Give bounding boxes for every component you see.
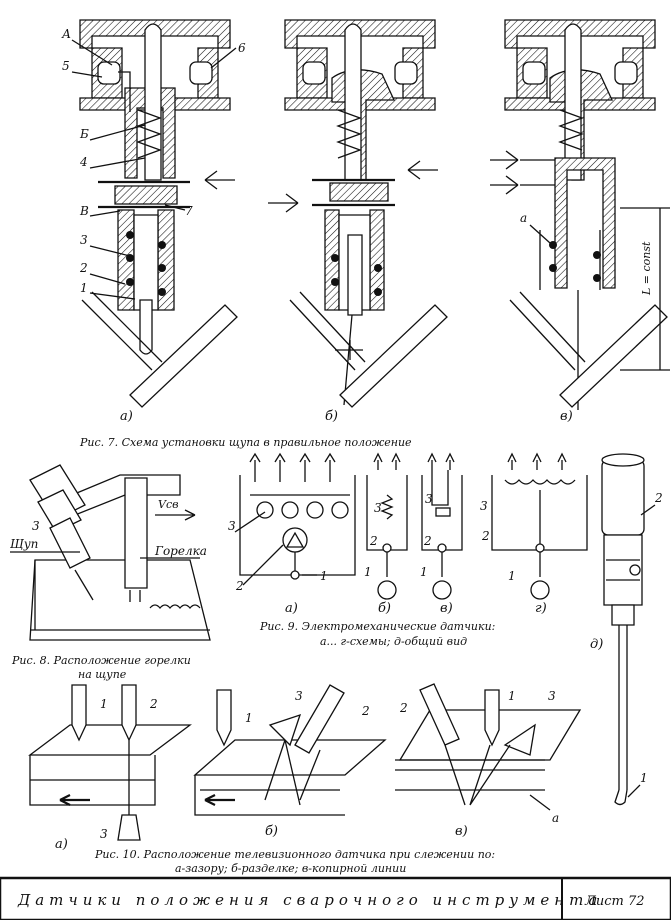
fig9-sublabels: а) б) в) г) д) xyxy=(285,601,603,652)
label-A: А xyxy=(61,27,71,41)
label-B: Б xyxy=(79,127,89,141)
fig9-sub-b: б) xyxy=(378,601,391,616)
label-torch: Горелка xyxy=(154,544,207,558)
fig10-b-scheme: 1 2 3 б) xyxy=(193,684,387,839)
fig7-sublabels: а) б) в) xyxy=(120,409,573,424)
fig10-a-scheme: 1 2 3 а) xyxy=(28,684,192,852)
figure-9: 3 2 1 3 2 1 3 2 1 3 2 1 2 1 а) б) в) г) … xyxy=(228,452,663,806)
figure-8: Щуп Горелка Vсв 3 Рис. 8. Расположение г… xyxy=(10,464,211,681)
fig10-sub-a: а) xyxy=(55,837,68,852)
fig10a-label-3: 3 xyxy=(100,827,108,841)
label-6: 6 xyxy=(238,41,246,55)
fig9-labels: 3 2 1 3 2 1 3 2 1 3 2 1 2 1 xyxy=(228,491,663,798)
fig9d-label-1: 1 xyxy=(640,771,648,785)
fig9c-label-2: 2 xyxy=(423,534,432,548)
fig10-sub-v: в) xyxy=(455,824,468,839)
fig7-c-probe-section: а L = const xyxy=(490,19,670,410)
fig10-sub-b: б) xyxy=(265,824,278,839)
fig9-d-general-view xyxy=(601,453,645,806)
label-probe: Щуп xyxy=(10,537,38,551)
fig10-caption-line2: а-зазору; б-разделке; в-копирной линии xyxy=(175,862,406,875)
fig7-sub-b: б) xyxy=(325,409,338,424)
fig10a-label-2: 2 xyxy=(149,697,158,711)
fig9b-label-2: 2 xyxy=(369,534,378,548)
label-V: В xyxy=(79,204,89,218)
fig8-caption-line1: Рис. 8. Расположение горелки xyxy=(11,654,191,667)
fig10b-label-1: 1 xyxy=(245,711,253,725)
fig9-b-scheme xyxy=(366,452,408,600)
fig9b-label-1: 1 xyxy=(364,565,372,579)
label-3-fig8: 3 xyxy=(32,519,40,533)
fig9g-label-2: 2 xyxy=(481,529,490,543)
label-a-7c: а xyxy=(520,211,527,225)
fig9-sub-d: д) xyxy=(590,637,603,652)
figure-7: А 5 Б 4 В 3 2 1 6 7 xyxy=(61,19,670,449)
fig10c-label-a: а xyxy=(552,811,559,825)
fig10c-label-1: 1 xyxy=(508,689,516,703)
fig7-sub-a: а) xyxy=(120,409,133,424)
fig9c-label-1: 1 xyxy=(420,565,428,579)
fig10a-label-1: 1 xyxy=(100,697,108,711)
fig9-sub-g: г) xyxy=(535,601,547,616)
fig9b-label-3: 3 xyxy=(374,501,382,515)
fig9d-label-2: 2 xyxy=(654,491,663,505)
fig7-a-probe-section xyxy=(79,19,238,408)
fig9-a-scheme xyxy=(239,452,356,580)
label-4: 4 xyxy=(79,155,88,169)
fig7-caption: Рис. 7. Схема установки щупа в правильно… xyxy=(79,436,412,449)
label-2: 2 xyxy=(79,261,88,275)
fig9a-label-2: 2 xyxy=(235,579,244,593)
fig10b-label-2: 2 xyxy=(361,704,370,718)
figure-10: 1 2 3 а) 1 2 3 б) xyxy=(28,683,582,875)
fig9-c-scheme xyxy=(421,452,463,600)
fig10-c-scheme: 2 1 3 а в) xyxy=(395,683,582,839)
fig9c-label-3: 3 xyxy=(425,492,433,506)
title-block: Датчики положения сварочного инструмента… xyxy=(0,876,671,920)
fig9g-label-1: 1 xyxy=(508,569,516,583)
fig9a-label-3: 3 xyxy=(228,519,236,533)
fig10b-label-3: 3 xyxy=(295,689,303,703)
fig9a-label-1: 1 xyxy=(320,569,328,583)
fig9-caption-line1: Рис. 9. Электромеханические датчики: xyxy=(259,620,495,633)
fig8-caption-line2: на щупе xyxy=(78,668,127,681)
fig7-a-labels: А 5 Б 4 В 3 2 1 6 7 xyxy=(61,27,246,300)
fig9-sub-v: в) xyxy=(440,601,453,616)
dimension-L-const: L = const xyxy=(640,241,653,296)
label-weld-speed: Vсв xyxy=(158,498,179,511)
sheet-number: Лист 72 xyxy=(584,894,645,909)
fig7-b-probe-section xyxy=(268,19,448,408)
fig9g-label-3: 3 xyxy=(480,499,488,513)
sheet-title: Датчики положения сварочного инструмента xyxy=(17,891,602,909)
label-7: 7 xyxy=(185,204,193,218)
fig10-caption-line1: Рис. 10. Расположение телевизионного дат… xyxy=(94,848,495,861)
fig10c-label-2: 2 xyxy=(399,701,408,715)
fig9-caption-line2: а... г-схемы; д-общий вид xyxy=(320,635,467,648)
fig9-sub-a: а) xyxy=(285,601,298,616)
fig10c-label-3: 3 xyxy=(548,689,556,703)
fig9-g-scheme xyxy=(491,452,588,600)
label-5: 5 xyxy=(62,59,70,73)
label-1: 1 xyxy=(80,281,88,295)
fig7-sub-c: в) xyxy=(560,409,573,424)
label-3: 3 xyxy=(80,233,88,247)
